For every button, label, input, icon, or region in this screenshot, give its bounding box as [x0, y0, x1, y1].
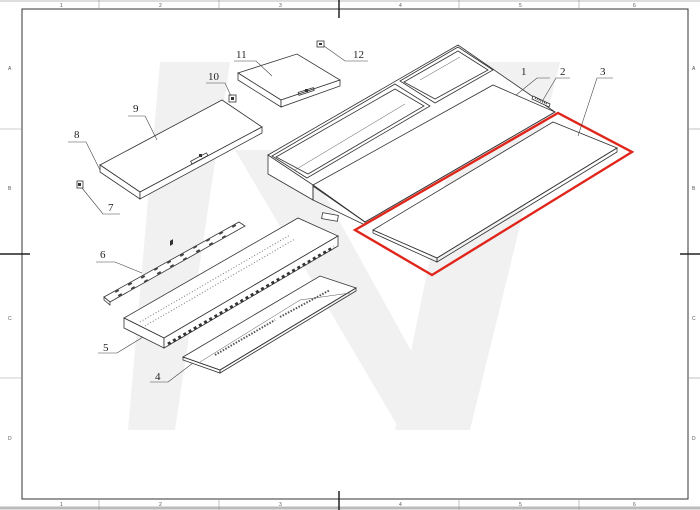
callout-10: 10: [208, 71, 220, 83]
zone-row-b: B: [8, 186, 12, 192]
zone-col-5-bottom: 5: [519, 502, 522, 508]
zone-row-c-right: C: [692, 316, 696, 322]
callout-4: 4: [155, 371, 161, 383]
zone-col-4: 4: [399, 3, 402, 9]
callout-6: 6: [100, 249, 106, 261]
part-4-drip-tray: [182, 275, 357, 374]
part-11-small-cover: [237, 53, 341, 108]
callout-2: 2: [560, 66, 566, 78]
callouts: 1 2 3 4 5 6 7 8 9 10 11 12: [68, 45, 613, 383]
callout-8: 8: [74, 129, 80, 141]
zone-col-2-bottom: 2: [159, 502, 162, 508]
zone-row-b-right: B: [692, 186, 696, 192]
part-3-panel: [352, 111, 635, 277]
zone-row-d-right: D: [692, 436, 696, 442]
zone-col-3: 3: [279, 3, 282, 9]
part-9-long-cover: [99, 99, 263, 200]
zone-row-d: D: [8, 436, 12, 442]
zone-row-a-right: A: [692, 66, 696, 72]
zone-col-3-bottom: 3: [279, 502, 282, 508]
callout-5: 5: [103, 342, 109, 354]
zone-col-6-bottom: 6: [633, 502, 636, 508]
callout-12: 12: [353, 49, 364, 61]
zone-col-1-bottom: 1: [60, 502, 63, 508]
callout-11: 11: [236, 49, 247, 61]
part-2-small-bar: [531, 95, 551, 108]
callout-3: 3: [600, 66, 606, 78]
callout-7: 7: [108, 202, 114, 214]
zone-col-5: 5: [519, 3, 522, 9]
callout-9: 9: [133, 103, 139, 115]
zone-col-6: 6: [633, 3, 636, 9]
zone-col-1: 1: [60, 3, 63, 9]
part-5-tray: [123, 217, 339, 349]
callout-1: 1: [521, 66, 527, 78]
part-7-clip: [76, 180, 84, 189]
zone-col-4-bottom: 4: [399, 502, 402, 508]
part-10-clip: [228, 94, 237, 103]
highlight-box: [352, 111, 635, 277]
zone-row-a: A: [8, 66, 12, 72]
zone-col-2: 2: [159, 3, 162, 9]
part-12-clip: [316, 40, 325, 48]
part-1-main-body: [267, 44, 556, 226]
zone-row-c: C: [8, 316, 12, 322]
part-6-grille: [103, 221, 246, 306]
